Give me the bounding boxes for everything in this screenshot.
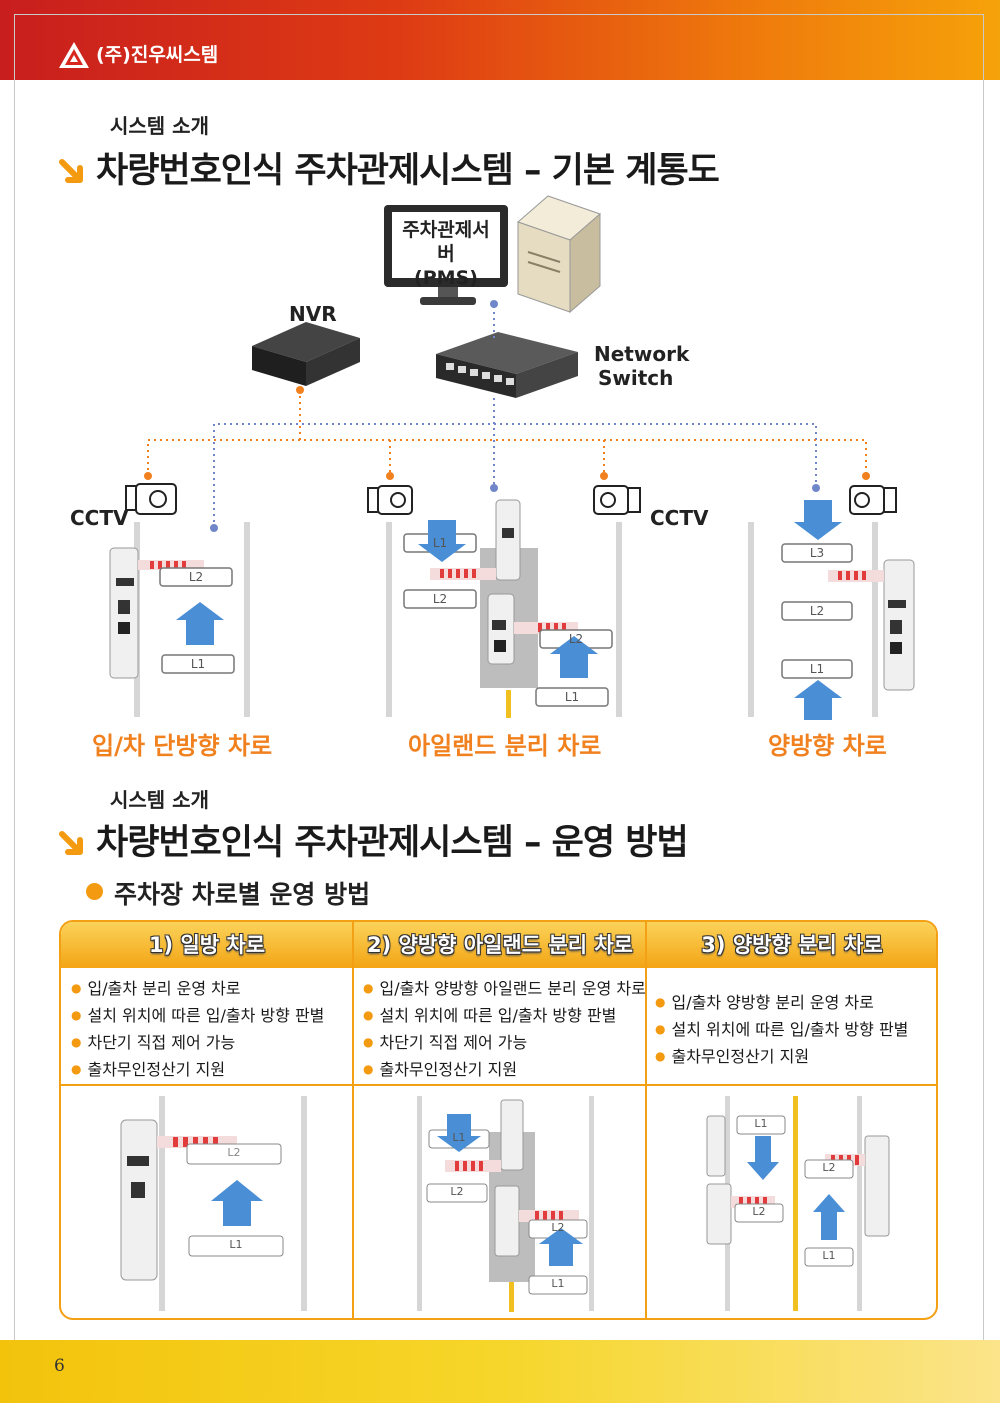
title-arrow-icon [59, 831, 83, 855]
list-item: 설치 위치에 따른 입/출차 방향 판별 [71, 1003, 324, 1030]
loop-label: L1 [809, 662, 825, 676]
loop-label: L1 [754, 1117, 768, 1130]
cctv-nodes [144, 386, 870, 480]
loop-label: L1 [229, 1238, 243, 1251]
loop-label: L2 [752, 1205, 766, 1218]
header-band [0, 0, 1000, 80]
title-arrow-icon [59, 159, 83, 183]
company-name: (주)진우씨스템 [96, 44, 219, 66]
server-monitor-icon [384, 205, 508, 305]
switch-label: Network Switch [594, 342, 689, 390]
lane-island-illustration [417, 1096, 594, 1312]
section1-title: 차량번호인식 주차관제시스템 – 기본 계통도 [96, 151, 720, 191]
server-label-line2: (PMS) [414, 267, 478, 289]
lane-one-way-illustration [120, 1096, 307, 1311]
lane-island [386, 499, 622, 718]
page-number: 6 [54, 1356, 65, 1376]
loop-label: L1 [190, 657, 206, 671]
row-divider [61, 1084, 936, 1086]
system-diagram [109, 195, 915, 720]
feature-list-col2: 입/출차 양방향 아일랜드 분리 운영 차로 설치 위치에 따른 입/출차 방향… [363, 976, 646, 1084]
switch-label-line2: Switch [598, 366, 674, 390]
list-item: 설치 위치에 따른 입/출차 방향 판별 [363, 1003, 646, 1030]
list-item: 출차무인정산기 지원 [363, 1057, 646, 1084]
lane-illustrations [120, 1096, 890, 1312]
server-label-line1: 주차관제서버 [402, 219, 490, 265]
caption-two-way: 양방향 차로 [768, 732, 887, 760]
loop-label: L1 [822, 1249, 836, 1262]
loop-label: L2 [450, 1185, 464, 1198]
operations-table: 1) 일방 차로 2) 양방향 아일랜드 분리 차로 3) 양방향 분리 차로 … [59, 920, 938, 1320]
section2-kicker: 시스템 소개 [110, 788, 209, 812]
server-tower-icon [517, 195, 601, 314]
feature-list-col1: 입/출차 분리 운영 차로 설치 위치에 따른 입/출차 방향 판별 차단기 직… [71, 976, 324, 1084]
list-item: 입/출차 양방향 아일랜드 분리 운영 차로 [363, 976, 645, 1003]
column-title: 1) 일방 차로 [148, 933, 266, 957]
bullet-dot-icon [86, 883, 103, 900]
loop-label: L2 [432, 592, 448, 606]
switch-label-line1: Network [594, 342, 690, 366]
column-title: 3) 양방향 분리 차로 [701, 933, 883, 957]
section2-bullet: 주차장 차로별 운영 방법 [114, 880, 371, 909]
column-divider [352, 922, 354, 1318]
network-switch-icon [436, 332, 578, 398]
loop-label: L1 [452, 1131, 466, 1144]
feature-list-col3: 입/출차 양방향 분리 운영 차로 설치 위치에 따른 입/출차 방향 판별 출… [655, 990, 908, 1071]
company-logo [59, 42, 89, 68]
network-lines [213, 306, 817, 528]
loop-label: L2 [568, 632, 584, 646]
network-nodes [210, 300, 820, 532]
list-item: 출차무인정산기 지원 [71, 1057, 324, 1084]
section1-kicker: 시스템 소개 [110, 114, 209, 138]
list-item: 출차무인정산기 지원 [655, 1044, 908, 1071]
server-label: 주차관제서버 (PMS) [394, 218, 498, 290]
table-header [61, 922, 936, 968]
cctv-label-left: CCTV [70, 506, 129, 530]
cctv-lines [147, 390, 867, 476]
loop-label: L2 [809, 604, 825, 618]
cctv-camera-icon [125, 483, 177, 515]
lane-two-way [748, 500, 915, 720]
loop-label: L2 [188, 570, 204, 584]
column-divider [645, 922, 647, 1318]
loop-label: L2 [227, 1146, 241, 1159]
footer-band [0, 1340, 1000, 1403]
nvr-label: NVR [289, 302, 337, 326]
loop-label: L2 [822, 1161, 836, 1174]
list-item: 입/출차 분리 운영 차로 [71, 976, 324, 1003]
loop-label: L1 [564, 690, 580, 704]
loop-label: L3 [809, 546, 825, 560]
list-item: 차단기 직접 제어 가능 [363, 1030, 646, 1057]
list-item: 설치 위치에 따른 입/출차 방향 판별 [655, 1017, 908, 1044]
list-item: 입/출차 양방향 분리 운영 차로 [655, 990, 908, 1017]
list-item: 차단기 직접 제어 가능 [71, 1030, 324, 1057]
lane-two-way-illustration [706, 1096, 890, 1311]
nvr-device-icon [252, 322, 360, 386]
section2-title: 차량번호인식 주차관제시스템 – 운영 방법 [96, 823, 689, 863]
caption-one-way: 입/차 단방향 차로 [92, 732, 273, 760]
cctv-camera-icon [593, 485, 641, 515]
cctv-label-right: CCTV [650, 506, 709, 530]
lane-one-way [109, 522, 250, 717]
caption-island: 아일랜드 분리 차로 [408, 732, 602, 760]
cctv-camera-icon [367, 485, 413, 515]
loop-label: L1 [432, 536, 448, 550]
loop-label: L2 [551, 1221, 565, 1234]
loop-label: L1 [551, 1277, 565, 1290]
cctv-camera-icon [849, 485, 897, 515]
column-title: 2) 양방향 아일랜드 분리 차로 [367, 933, 633, 957]
